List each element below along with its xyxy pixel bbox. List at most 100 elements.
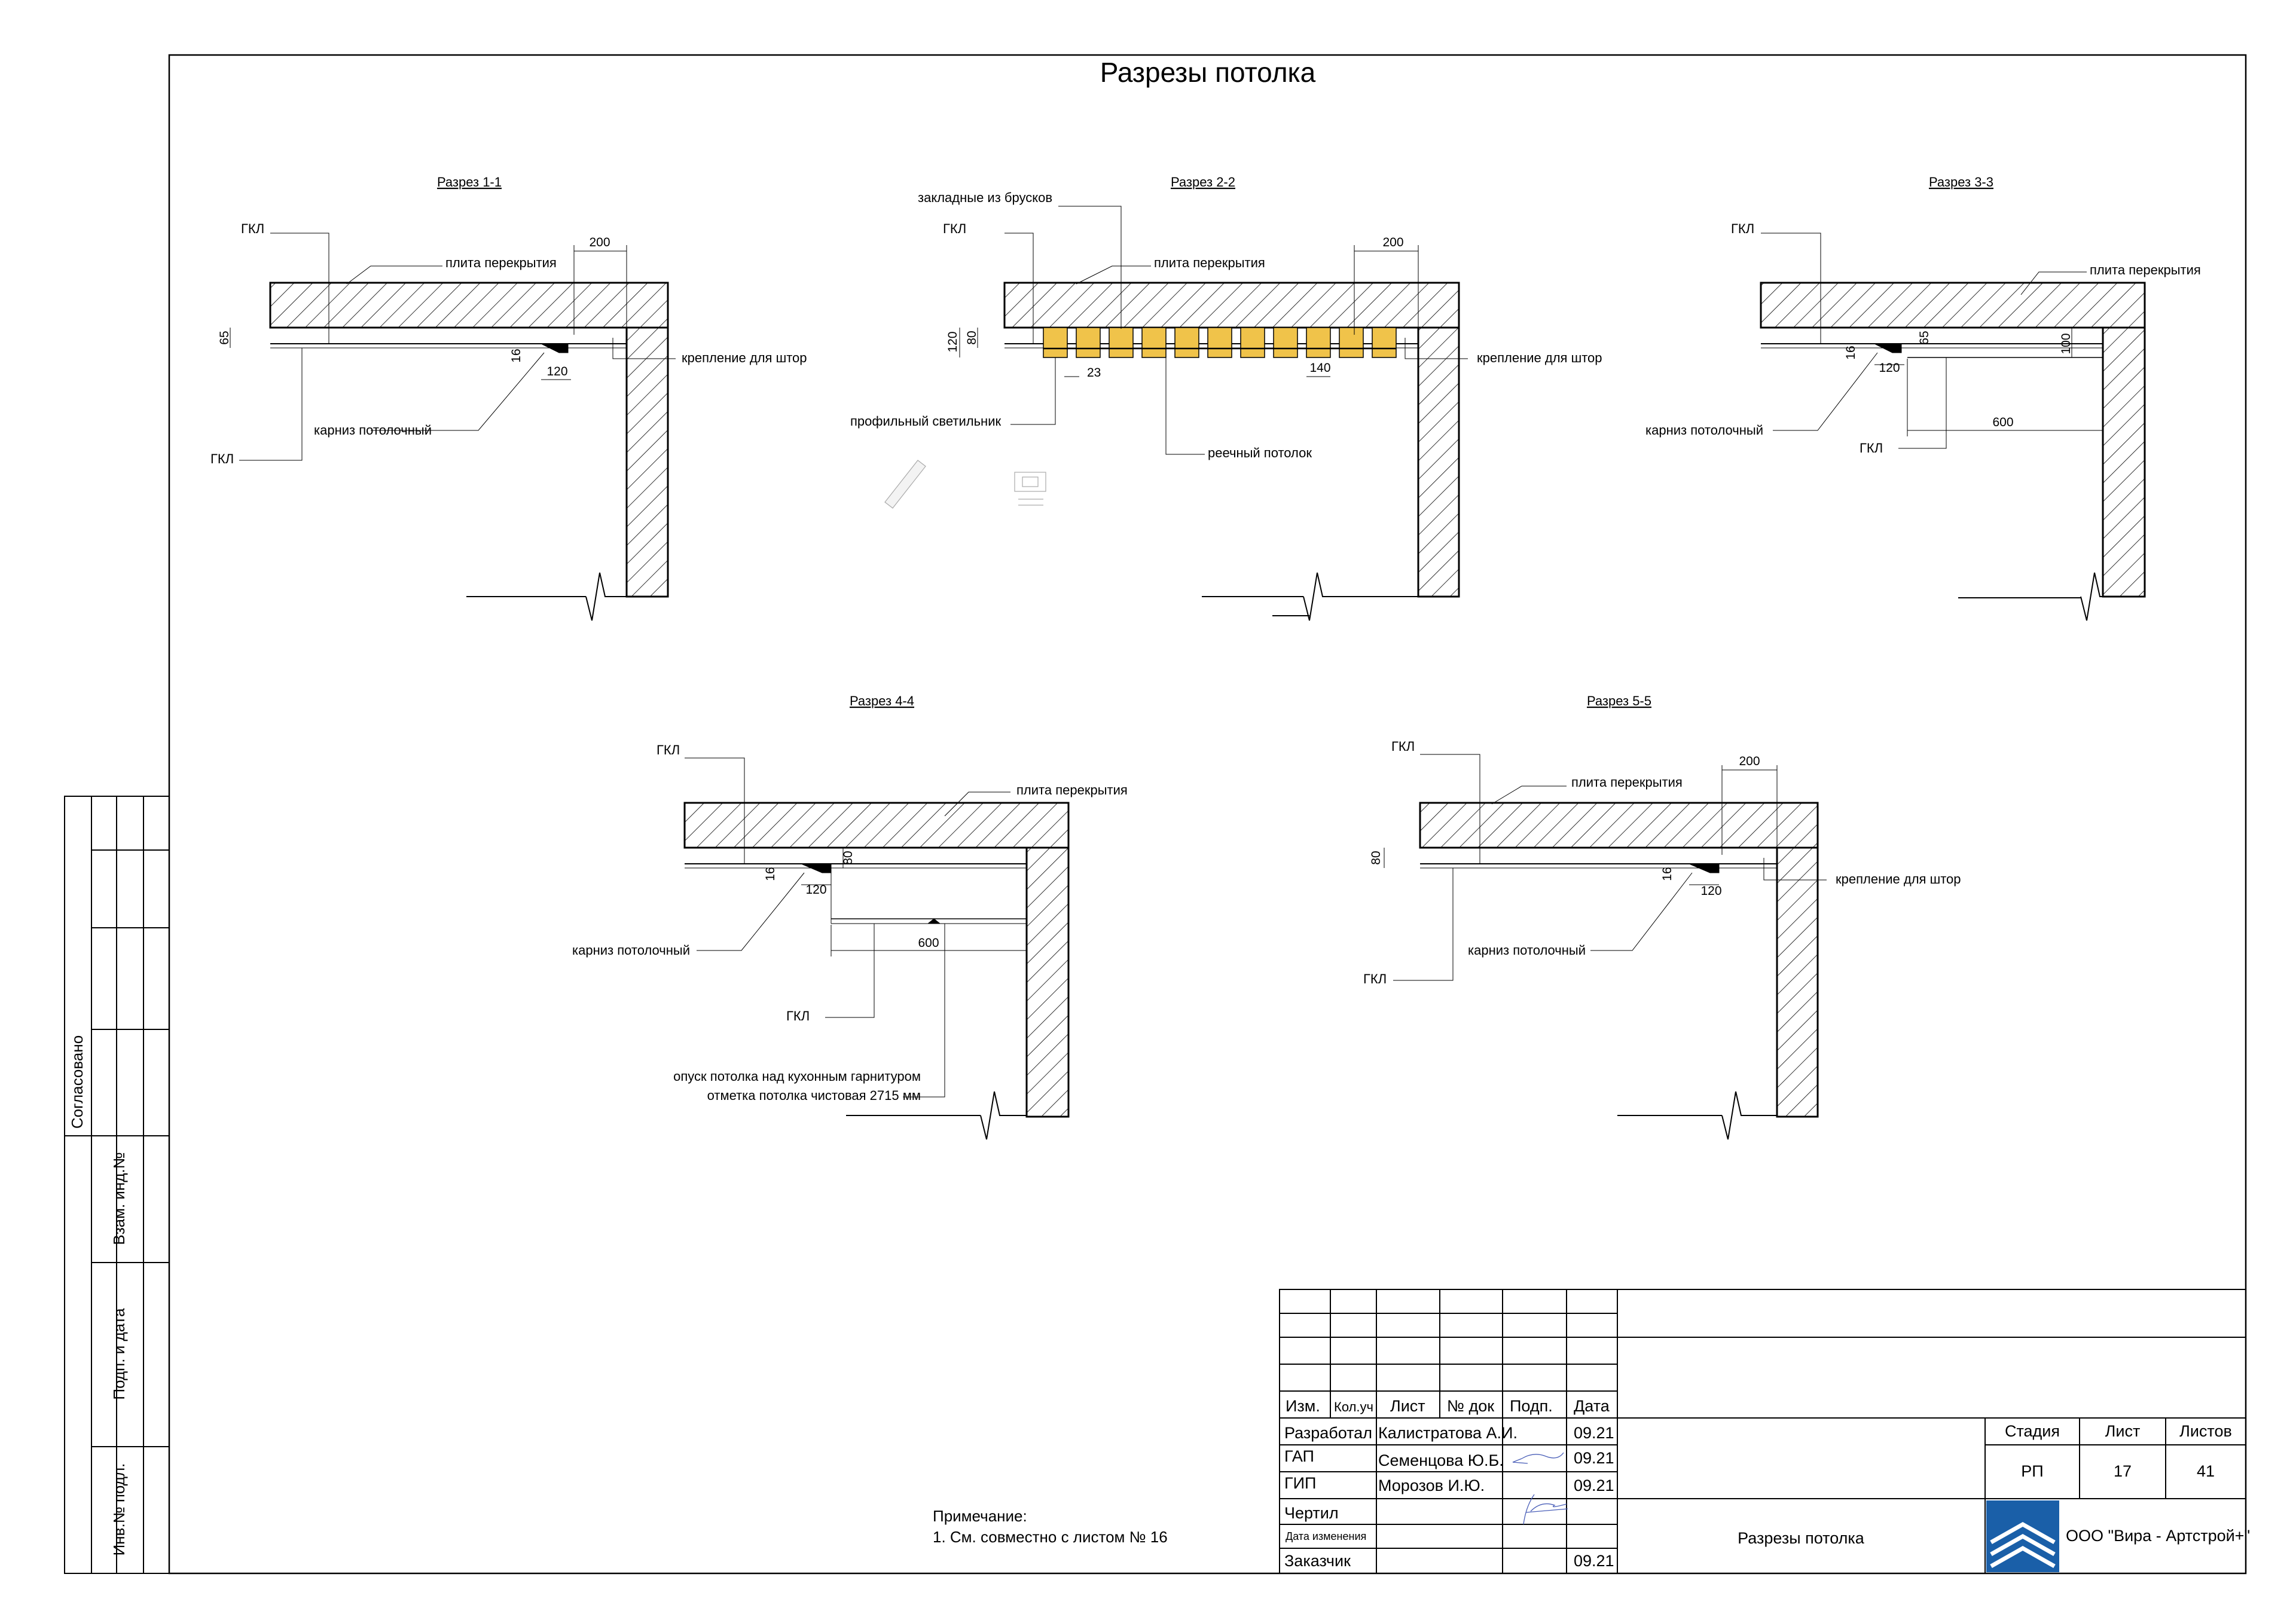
dim-label: 600 — [1992, 415, 2013, 429]
slab-label: плита перекрытия — [2090, 262, 2201, 277]
dim-label: 16 — [1660, 867, 1674, 881]
lamp-label: профильный светильник — [850, 414, 1001, 429]
slab-label: плита перекрытия — [445, 255, 557, 270]
signatures — [1512, 1452, 1568, 1525]
role-change-date: Дата изменения — [1286, 1530, 1366, 1542]
side-stamp — [64, 796, 170, 1574]
rail-ceiling-slats — [1043, 327, 1397, 358]
company-logo — [1986, 1500, 2059, 1572]
date-developer: 09.21 — [1574, 1424, 1614, 1442]
slab-label: плита перекрытия — [1154, 255, 1265, 270]
drop-ceiling-label: опуск потолка над кухонным гарнитуром — [673, 1069, 921, 1084]
sheets-label: Листов — [2179, 1422, 2232, 1440]
col-date: Дата — [1574, 1397, 1610, 1415]
dim-label: 120 — [546, 365, 567, 378]
break-line — [2080, 572, 2103, 621]
wall — [1025, 846, 1070, 1118]
sign-date-label: Подп. и дата — [110, 1308, 128, 1400]
wall — [2102, 326, 2146, 598]
replaced-inv-label: Взам. инд.№ — [110, 1152, 128, 1245]
note-line: 1. См. совместно с листом № 16 — [933, 1528, 1168, 1546]
slab-label: плита перекрытия — [1571, 775, 1683, 790]
section-4-4: Разрез 4-4 — [683, 693, 1070, 1140]
col-izm: Изм. — [1286, 1397, 1320, 1415]
role-developer: Разработал — [1284, 1424, 1372, 1442]
note-title: Примечание: — [933, 1507, 1027, 1525]
role-drawn: Чертил — [1284, 1504, 1339, 1522]
cornice-profile — [1689, 863, 1720, 873]
stage-value: РП — [2021, 1462, 2043, 1480]
curtain-label: крепление для штор — [682, 350, 807, 365]
dim-label: 140 — [1309, 361, 1330, 375]
col-list: Лист — [1390, 1397, 1425, 1415]
dim-label: 120 — [1879, 361, 1900, 375]
stage-label: Стадия — [2005, 1422, 2060, 1440]
section-1-1-labels: ГКЛ плита перекрытия 200 65 16 120 крепл… — [210, 221, 807, 466]
section-1-1-title: Разрез 1-1 — [437, 175, 502, 189]
agreed-label: Согласовано — [68, 1035, 86, 1129]
name-gip: Морозов И.Ю. — [1378, 1477, 1485, 1494]
sheet-number: 17 — [2114, 1462, 2132, 1480]
name-gap: Семенцова Ю.Б. — [1378, 1451, 1504, 1469]
curtain-label: крепление для штор — [1477, 350, 1602, 365]
section-4-4-labels: ГКЛ плита перекрытия 80 16 120 600 карни… — [572, 742, 1128, 1103]
dim-label: 16 — [764, 867, 777, 881]
section-5-5-labels: ГКЛ плита перекрытия 200 80 16 120 крепл… — [1363, 739, 1961, 986]
section-3-3: Разрез 3-3 — [1760, 175, 2146, 621]
ceiling-mark-label: отметка потолка чистовая 2715 мм — [707, 1088, 921, 1103]
curtain-label: крепление для штор — [1836, 872, 1961, 887]
slab-label: плита перекрытия — [1016, 783, 1128, 797]
title-block-labels: Изм. Кол.уч Лист № док Подп. Дата Разраб… — [1284, 1397, 2250, 1570]
gkl-label: ГКЛ — [210, 451, 234, 466]
gkl-label: ГКЛ — [1731, 221, 1754, 236]
gkl-label: ГКЛ — [1363, 971, 1387, 986]
gkl-label: ГКЛ — [943, 221, 966, 236]
sheet-label: Лист — [2105, 1422, 2141, 1440]
col-doc: № док — [1447, 1397, 1494, 1415]
bars-label: закладные из брусков — [918, 190, 1052, 205]
cornice-profile — [1874, 343, 1902, 353]
dim-label: 600 — [918, 936, 939, 950]
break-line — [1721, 1091, 1777, 1140]
section-3-3-labels: ГКЛ плита перекрытия 16 65 100 120 600 к… — [1645, 221, 2201, 456]
section-5-5: Разрез 5-5 — [1384, 693, 1827, 1140]
break-line — [1303, 572, 1418, 621]
dim-label: 80 — [965, 331, 979, 344]
gkl-label: ГКЛ — [1391, 739, 1415, 754]
role-gip: ГИП — [1284, 1474, 1316, 1492]
slab — [683, 802, 1070, 849]
title-block — [1279, 1289, 2246, 1574]
dim-label: 200 — [589, 236, 610, 249]
cornice-label: карниз потолочный — [314, 423, 432, 438]
rail-label: реечный потолок — [1208, 445, 1312, 460]
break-line — [980, 1091, 1027, 1140]
gkl-label: ГКЛ — [1860, 441, 1883, 456]
wall — [1417, 326, 1460, 598]
slab — [1003, 282, 1460, 329]
dim-label: 100 — [2059, 333, 2073, 354]
drawing-name: Разрезы потолка — [1738, 1529, 1865, 1547]
dim-label: 120 — [1700, 884, 1721, 898]
inventory-label: Инв.№ подл. — [110, 1463, 128, 1556]
section-4-4-title: Разрез 4-4 — [850, 693, 914, 708]
profile-lamp-thumbnail — [884, 460, 1046, 509]
col-podp: Подп. — [1510, 1397, 1553, 1415]
gkl-label: ГКЛ — [657, 742, 680, 757]
dim-label: 23 — [1087, 366, 1101, 380]
name-developer: Калистратова А.И. — [1378, 1424, 1518, 1442]
company-name: ООО "Вира - Артстрой+" — [2066, 1527, 2250, 1545]
dim-label: 80 — [841, 851, 855, 864]
gkl-label: ГКЛ — [241, 221, 264, 236]
cornice-profile — [541, 343, 569, 353]
break-line — [585, 572, 627, 621]
wall — [625, 326, 669, 598]
date-gap: 09.21 — [1574, 1449, 1614, 1467]
role-customer: Заказчик — [1284, 1552, 1351, 1570]
dim-label: 16 — [509, 349, 523, 362]
section-2-2-title: Разрез 2-2 — [1171, 175, 1235, 189]
date-gip: 09.21 — [1574, 1477, 1614, 1494]
section-2-2: Разрез 2-2 — [884, 175, 1468, 621]
section-5-5-title: Разрез 5-5 — [1587, 693, 1651, 708]
slab — [1760, 282, 2146, 329]
col-kol: Кол.уч — [1334, 1399, 1373, 1414]
